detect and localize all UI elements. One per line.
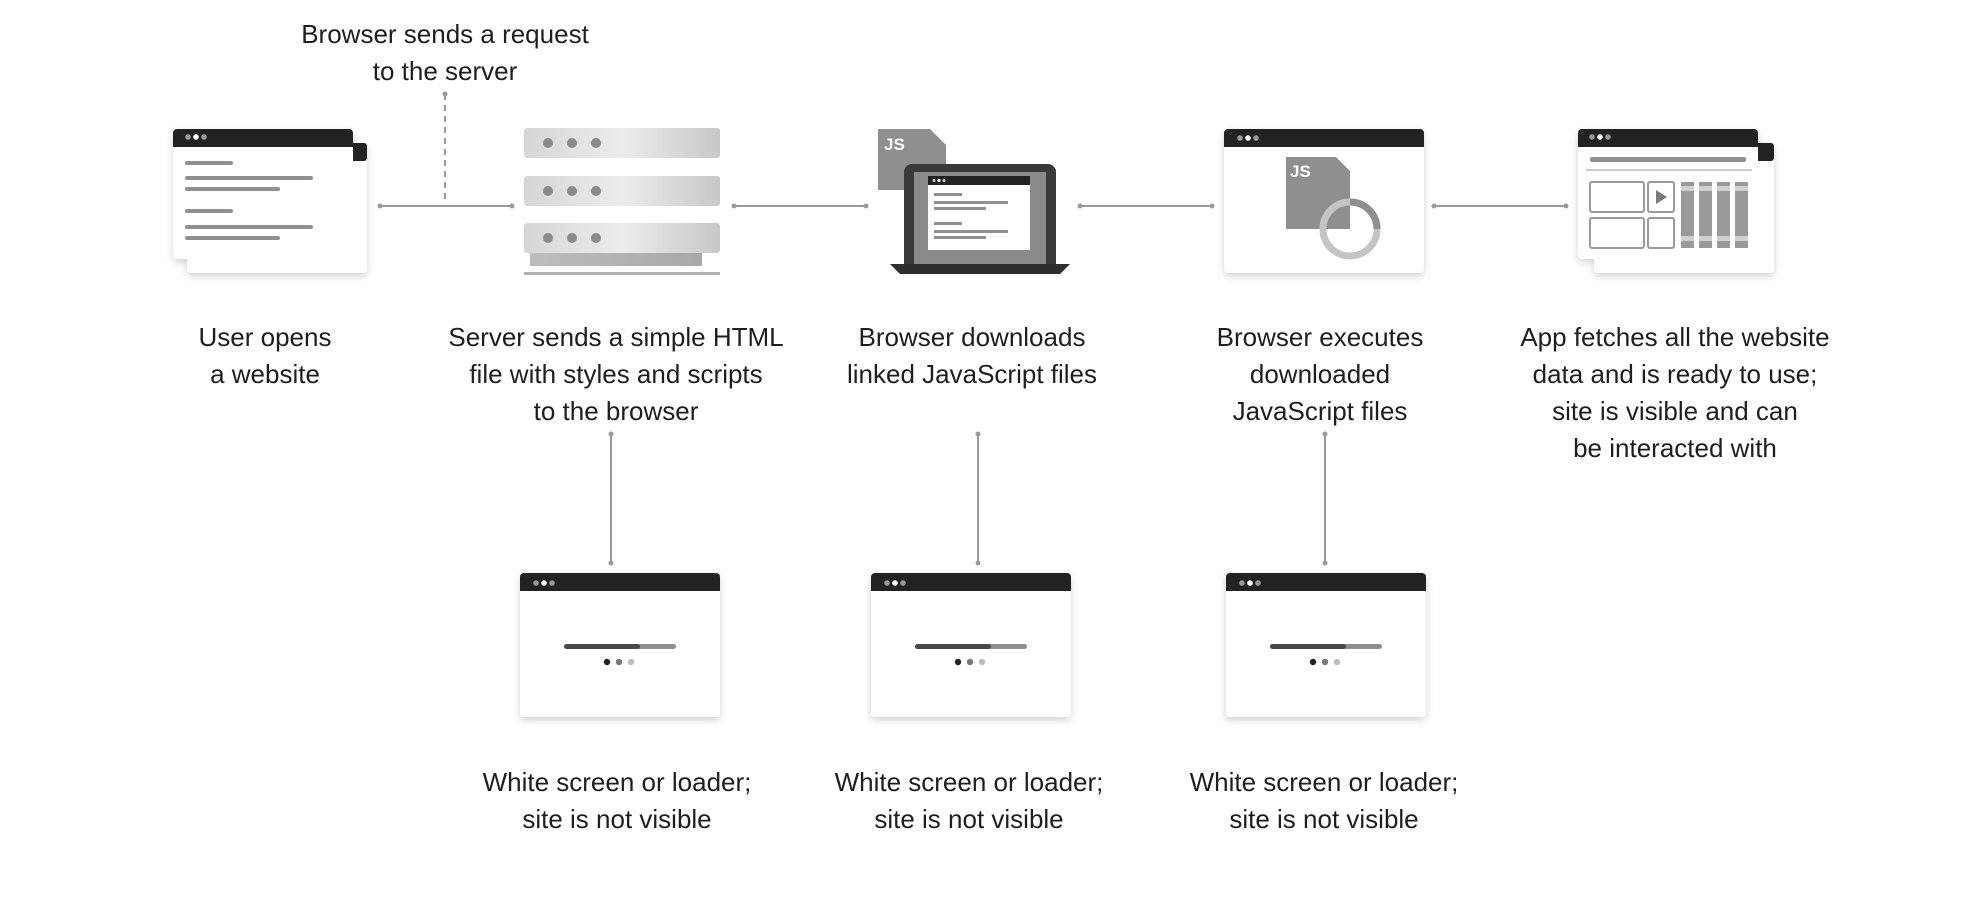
connector-step3-step4 — [1077, 203, 1215, 209]
js-badge-execute: JS — [1290, 162, 1311, 181]
play-icon — [1656, 190, 1667, 204]
loader-window-icon — [1226, 573, 1426, 717]
laptop-download-icon: JS — [878, 129, 1070, 274]
connector-step2-step3 — [731, 203, 869, 209]
loader-window-icon — [871, 573, 1071, 717]
server-rack-icon — [524, 128, 720, 275]
step4-caption: Browser executes downloaded JavaScript f… — [1216, 322, 1424, 426]
state4-caption: White screen or loader; site is not visi… — [1189, 767, 1459, 834]
loader-window-icon — [520, 573, 720, 717]
step5-caption: App fetches all the website data and is … — [1520, 322, 1830, 463]
state2-caption: White screen or loader; site is not visi… — [482, 767, 752, 834]
connector-step3-state — [975, 431, 981, 566]
state3-caption: White screen or loader; site is not visi… — [834, 767, 1104, 834]
js-badge-download: JS — [884, 135, 905, 154]
step1-caption: User opens a website — [198, 322, 332, 389]
connector-step1-step2 — [377, 203, 515, 209]
app-ready-window-icon — [1578, 129, 1774, 273]
js-execute-icon: JS — [1224, 129, 1424, 273]
step3-caption: Browser downloads linked JavaScript file… — [847, 322, 1097, 389]
request-caption: Browser sends a request to the server — [301, 19, 589, 86]
connector-step2-state — [608, 431, 614, 566]
connector-step4-step5 — [1431, 203, 1569, 209]
website-window-icon — [173, 129, 367, 273]
request-dashed-connector — [442, 91, 448, 204]
connector-step4-state — [1322, 431, 1328, 566]
step2-caption: Server sends a simple HTML file with sty… — [448, 322, 784, 426]
